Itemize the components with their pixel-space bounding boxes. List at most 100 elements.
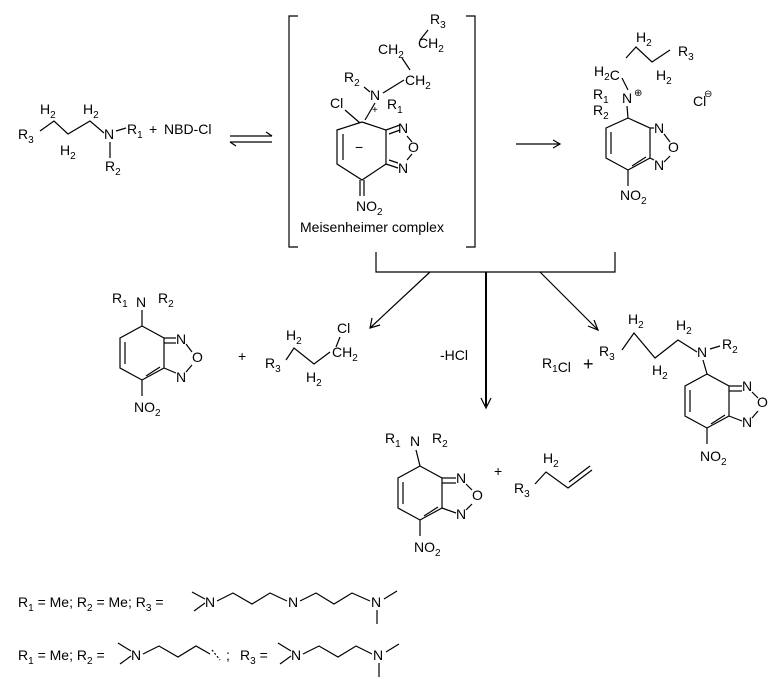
pr-r2: R2 — [722, 336, 738, 356]
starting-amine: R3 H2 H2 H2 N R1 R2 + NBD-Cl — [18, 101, 211, 178]
right-bracket — [466, 15, 476, 248]
legend2-n1: N — [131, 647, 141, 663]
mc-no2: NO2 — [356, 198, 383, 218]
product-middle: -HCl R1 N R2 N O N NO2 + H2 R3 — [385, 347, 593, 559]
pr-chain-bond — [621, 332, 698, 359]
mc-ch2-upper: CH2 — [378, 41, 404, 61]
pr-r3: R3 — [599, 343, 615, 363]
amm-ring-o: O — [668, 139, 679, 155]
meisenheimer-complex: R3 CH2 CH2 CH2 R2 N + R1 Cl − N O N NO2 … — [288, 11, 476, 248]
amm-minus: ⊖ — [704, 89, 712, 100]
amm-r2: R2 — [593, 102, 609, 122]
pl-ring-o: O — [192, 349, 203, 365]
pl-r3: R3 — [265, 355, 281, 375]
branch-connector — [369, 252, 616, 410]
pl-h2-top: H2 — [286, 327, 302, 347]
amm-ring-n2: N — [654, 157, 664, 173]
pl-ch2: CH2 — [332, 344, 358, 364]
left-bracket — [288, 15, 298, 248]
amm-ring — [605, 117, 651, 171]
legend2-n2: N — [291, 647, 301, 663]
pm-ring-n1: N — [456, 470, 466, 486]
plus-sign: + — [149, 121, 157, 137]
mc-ring-o: O — [408, 139, 419, 155]
pm-r3: R3 — [514, 480, 530, 500]
amm-ring-n1: N — [654, 120, 664, 136]
pl-ring-n1: N — [176, 331, 186, 347]
pl-h2-low: H2 — [306, 369, 322, 389]
pl-r1: R1 — [112, 290, 128, 310]
pm-no2: NO2 — [414, 539, 441, 559]
amm-no2: NO2 — [620, 187, 647, 207]
legend-line-2: R1 = Me; R2 = N ; R3 = N N — [18, 642, 400, 677]
pm-n: N — [410, 433, 420, 449]
amm-h2-low: H2 — [656, 67, 672, 87]
amine-r1: R1 — [127, 121, 143, 141]
legend2-semi: ; — [226, 647, 230, 663]
nbd-cl-label: NBD-Cl — [164, 121, 211, 137]
amine-r2: R2 — [105, 158, 121, 178]
pl-plus: + — [238, 348, 246, 364]
legend1-n2: N — [288, 594, 298, 610]
amm-h2-top: H2 — [636, 29, 652, 49]
amm-n: N — [622, 90, 632, 106]
legend2-chain-b — [302, 645, 373, 658]
amm-r1: R1 — [593, 86, 609, 106]
pm-ring-o: O — [472, 487, 483, 503]
legend1-n3: N — [371, 594, 381, 610]
pl-chain-bond — [285, 347, 331, 365]
pr-h2-a: H2 — [628, 311, 644, 331]
mc-caption: Meisenheimer complex — [300, 219, 444, 235]
pr-ring-n1: N — [742, 378, 752, 394]
pr-ring — [684, 373, 730, 429]
pm-ring — [397, 465, 443, 521]
amine-h2-b: H2 — [60, 142, 76, 162]
mc-n-plus: + — [372, 105, 378, 116]
amine-r3: R3 — [18, 126, 34, 146]
pl-ring-n2: N — [176, 369, 186, 385]
equilibrium-arrows — [229, 131, 273, 147]
reaction-arrow-right — [516, 139, 562, 149]
pl-n: N — [136, 294, 146, 310]
pr-no2: NO2 — [700, 448, 727, 468]
amm-chain-bond — [625, 46, 671, 63]
pm-ring-n2: N — [456, 506, 466, 522]
product-left: R1 N R2 N O N NO2 + H2 Cl R3 CH2 H2 — [112, 290, 358, 419]
mc-r1: R1 — [387, 96, 403, 116]
pr-h2-c: H2 — [652, 362, 668, 382]
amm-cl: Cl — [693, 93, 706, 109]
pm-hcl: -HCl — [440, 347, 468, 363]
mc-r3: R3 — [430, 11, 446, 31]
pl-ring — [119, 325, 165, 381]
amine-n: N — [104, 126, 114, 142]
pl-no2: NO2 — [134, 399, 161, 419]
mc-cl: Cl — [330, 95, 343, 111]
product-right: R1Cl + H2 H2 R3 H2 N R2 N O N NO2 — [542, 311, 768, 468]
pr-ring-n2: N — [742, 414, 752, 430]
legend1-chain-b — [299, 592, 371, 605]
amine-h2-a: H2 — [40, 101, 56, 121]
amm-h2c: H2C — [594, 63, 620, 83]
amine-chain-bond — [39, 120, 105, 135]
legend2-chain — [142, 645, 211, 658]
mc-ring-n1: N — [398, 120, 408, 136]
legend-line-1: R1 = Me; R2 = Me; R3 = N N N — [18, 590, 398, 624]
pr-plus: + — [583, 354, 594, 374]
amm-r3: R3 — [678, 43, 694, 63]
legend1-text: R1 = Me; R2 = Me; R3 = — [18, 594, 164, 614]
ammonium-salt: H2 R3 H2C H2 R1 R2 N ⊕ Cl ⊖ N O N NO2 — [593, 29, 712, 207]
mc-ch2-top: CH2 — [418, 35, 444, 55]
legend2-text: R1 = Me; R2 = — [18, 647, 105, 667]
amine-h2-c: H2 — [83, 101, 99, 121]
legend2-n3: N — [373, 647, 383, 663]
pr-r1cl: R1Cl — [542, 355, 571, 375]
pm-r1: R1 — [385, 430, 401, 450]
amm-plus: ⊕ — [634, 88, 642, 99]
mc-n: N — [370, 87, 380, 103]
mc-r2: R2 — [344, 69, 360, 89]
pl-r2: R2 — [158, 290, 174, 310]
pm-r2: R2 — [432, 430, 448, 450]
legend1-n1: N — [205, 594, 215, 610]
mc-ch2-lower: CH2 — [405, 72, 431, 92]
